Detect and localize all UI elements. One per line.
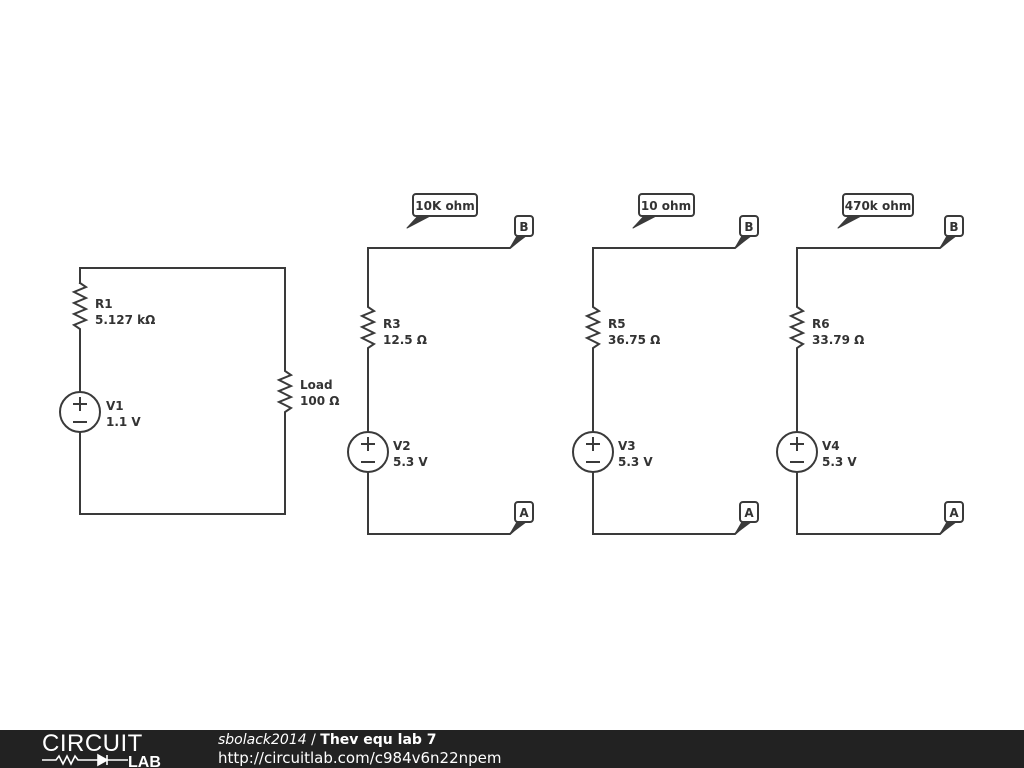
voltage-source-v4[interactable] — [776, 431, 818, 473]
comment-callout[interactable]: 10K ohm — [406, 193, 478, 229]
voltage-source-v1-value: 1.1 V — [106, 415, 141, 429]
title-separator: / — [306, 732, 321, 748]
terminal-b[interactable]: B — [509, 215, 534, 249]
wire — [592, 472, 749, 535]
terminal-a[interactable]: A — [939, 501, 964, 535]
comment-callout[interactable]: 10 ohm — [632, 193, 695, 229]
footer-info: sbolack2014 / Thev equ lab 7 http://circ… — [218, 731, 502, 767]
voltage-source-v1[interactable] — [59, 391, 101, 433]
circuit-url[interactable]: http://circuitlab.com/c984v6n22npem — [218, 749, 502, 767]
voltage-source-v1-name: V1 — [106, 399, 124, 413]
resistor-r6-value: 33.79 Ω — [812, 333, 864, 347]
resistor-r5[interactable] — [584, 304, 602, 356]
footer-bar — [0, 730, 1024, 768]
wire — [79, 416, 286, 515]
resistor-r1-value: 5.127 kΩ — [95, 313, 155, 327]
resistor-load-value: 100 Ω — [300, 394, 339, 408]
resistor-r6-name: R6 — [812, 317, 830, 331]
terminal-label: B — [519, 220, 528, 234]
comment-text: 10 ohm — [641, 199, 691, 213]
voltage-source-v3[interactable] — [572, 431, 614, 473]
logo-text-top: CIRCUIT — [42, 730, 143, 757]
terminal-label: A — [949, 506, 959, 520]
logo-resistor-icon — [42, 754, 98, 766]
wire — [79, 267, 286, 368]
author-link[interactable]: sbolack2014 — [218, 732, 307, 748]
voltage-source-v2[interactable] — [347, 431, 389, 473]
circuit-4: R6 33.79 Ω V4 5.3 V 470k ohm B A — [776, 193, 964, 535]
circuit-2: R3 12.5 Ω V2 5.3 V 10K ohm B A — [347, 193, 534, 535]
voltage-source-v3-value: 5.3 V — [618, 455, 653, 469]
voltage-source-v4-value: 5.3 V — [822, 455, 857, 469]
voltage-source-v2-value: 5.3 V — [393, 455, 428, 469]
resistor-r3[interactable] — [359, 304, 377, 356]
resistor-r3-value: 12.5 Ω — [383, 333, 427, 347]
resistor-r6[interactable] — [788, 304, 806, 356]
wire — [367, 472, 524, 535]
resistor-r1[interactable] — [71, 281, 89, 338]
resistor-load[interactable] — [276, 366, 294, 418]
terminal-label: B — [744, 220, 753, 234]
comment-text: 470k ohm — [845, 199, 912, 213]
terminal-label: A — [744, 506, 754, 520]
terminal-b[interactable]: B — [939, 215, 964, 249]
terminal-label: B — [949, 220, 958, 234]
voltage-source-v3-name: V3 — [618, 439, 636, 453]
resistor-r3-name: R3 — [383, 317, 401, 331]
terminal-label: A — [519, 506, 529, 520]
voltage-source-v2-name: V2 — [393, 439, 411, 453]
schematic: R1 5.127 kΩ V1 1.1 V Load 100 Ω R3 12.5 … — [59, 193, 964, 535]
footer-title-line: sbolack2014 / Thev equ lab 7 — [218, 731, 502, 749]
logo-text-bottom: LAB — [128, 754, 161, 768]
circuitlab-logo[interactable]: CIRCUIT LAB — [40, 730, 180, 768]
wire — [796, 236, 954, 306]
resistor-r5-name: R5 — [608, 317, 626, 331]
circuit-title: Thev equ lab 7 — [320, 732, 437, 748]
terminal-a[interactable]: A — [734, 501, 759, 535]
resistor-r5-value: 36.75 Ω — [608, 333, 660, 347]
terminal-a[interactable]: A — [509, 501, 534, 535]
circuit-3: R5 36.75 Ω V3 5.3 V 10 ohm B A — [572, 193, 759, 535]
terminal-b[interactable]: B — [734, 215, 759, 249]
resistor-r1-name: R1 — [95, 297, 113, 311]
wire — [367, 236, 524, 306]
voltage-source-v4-name: V4 — [822, 439, 840, 453]
comment-text: 10K ohm — [415, 199, 474, 213]
wire — [592, 236, 749, 306]
circuit-1: R1 5.127 kΩ V1 1.1 V Load 100 Ω — [59, 267, 339, 515]
comment-callout[interactable]: 470k ohm — [837, 193, 914, 229]
wire — [796, 472, 954, 535]
resistor-load-name: Load — [300, 378, 333, 392]
